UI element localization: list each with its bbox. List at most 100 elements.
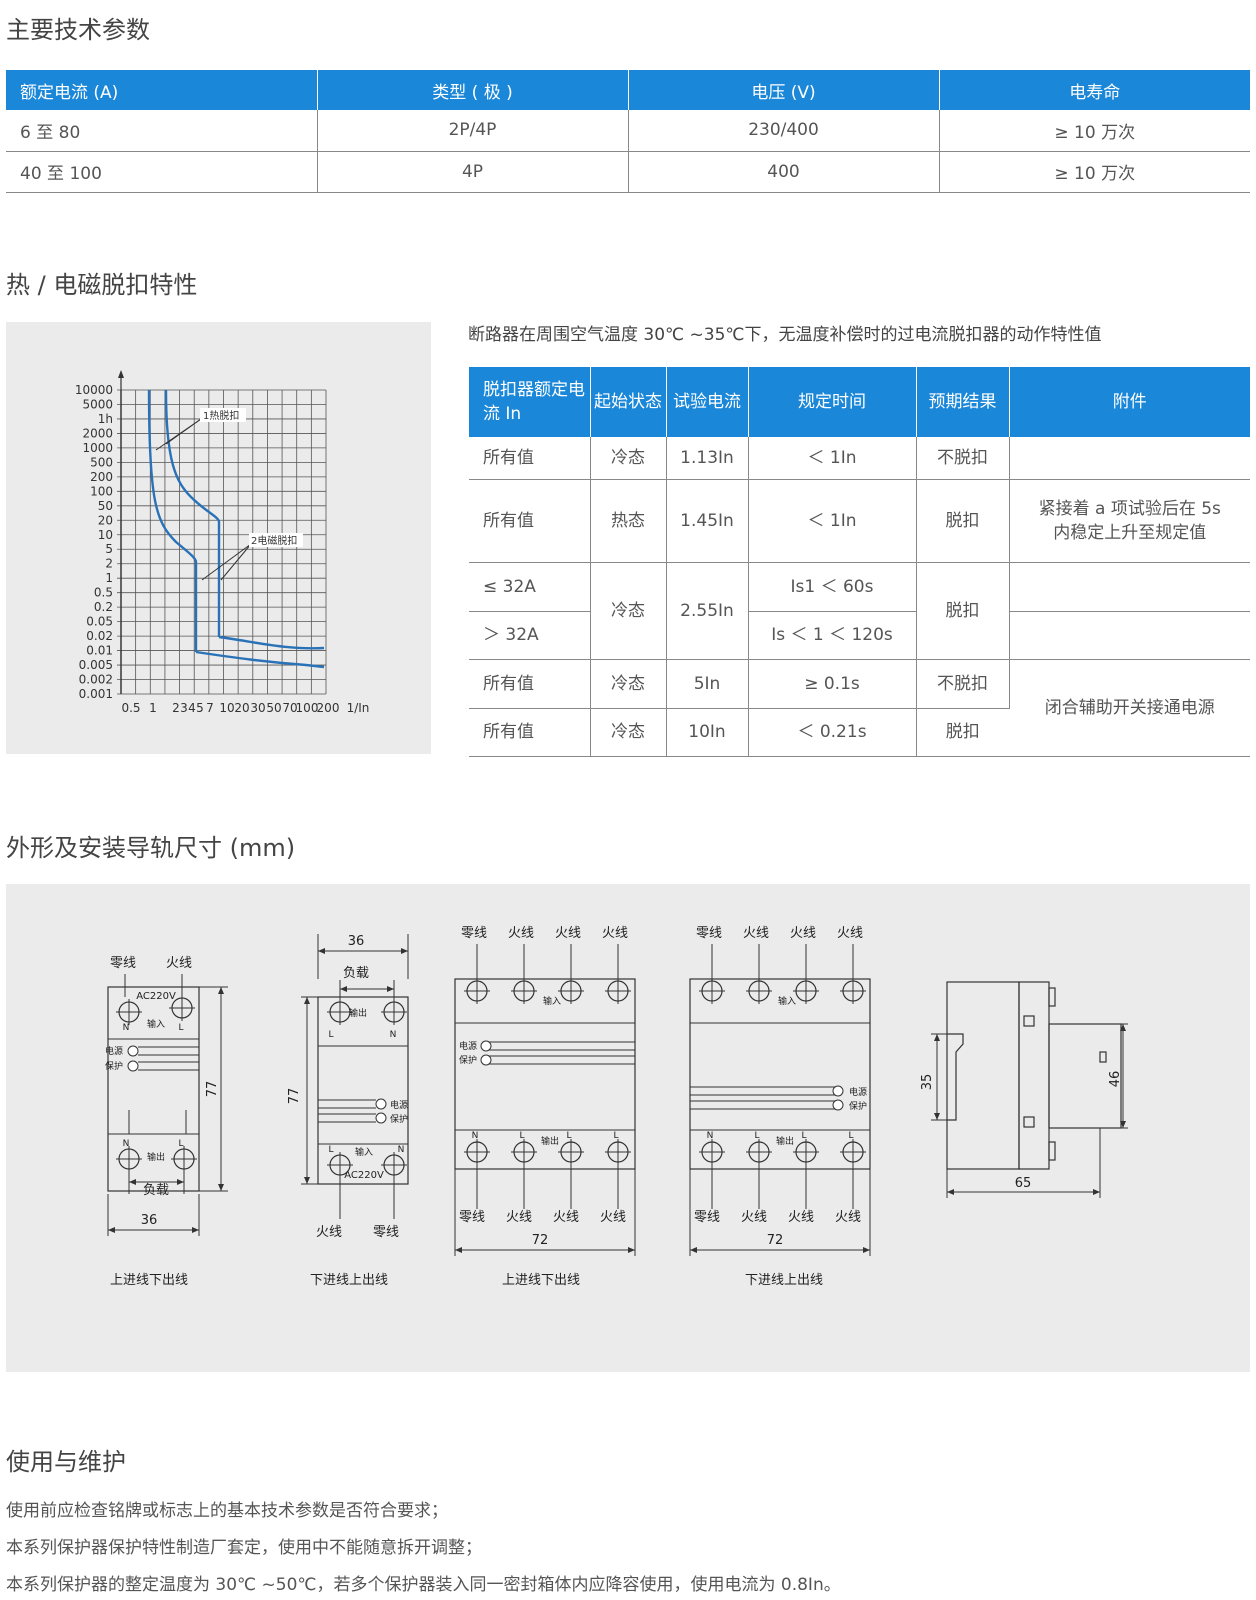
- y-tick-label: 20: [98, 513, 113, 527]
- table-cell: ＜ 0.21s: [748, 708, 917, 757]
- x-tick-label: 5: [196, 701, 204, 715]
- spec-table: 额定电流 (A) 类型 ( 极 ) 电压 (V) 电寿命 6 至 80 2P/4…: [6, 70, 1250, 193]
- dimension-arrow: [218, 987, 224, 994]
- dimension-arrow: [340, 986, 347, 992]
- dimension-arrow: [401, 948, 408, 954]
- dimension-arrow: [177, 1179, 184, 1185]
- load-label: 负载: [343, 966, 369, 981]
- y-tick-label: 200: [90, 470, 113, 484]
- table-cell: 所有值: [469, 708, 591, 757]
- x-tick-label: 2: [172, 701, 180, 715]
- table-cell: 闭合辅助开关接通电源: [1009, 659, 1250, 757]
- dimension-arrow: [1120, 1024, 1126, 1031]
- n-label: N: [707, 1131, 714, 1141]
- input-label: 输入: [778, 995, 796, 1007]
- y-tick-label: 0.02: [86, 629, 113, 643]
- table-cell: [1009, 611, 1250, 660]
- breaker-body: [317, 996, 409, 1185]
- rail-slot: [947, 1033, 964, 1121]
- trip-header: 规定时间: [748, 367, 917, 437]
- table-cell: 冷态: [590, 437, 667, 480]
- thermal-curve-high: [164, 389, 221, 637]
- y-tick-label: 0.001: [79, 687, 113, 701]
- label-background: [249, 533, 303, 547]
- leader-line: [220, 543, 252, 581]
- spec-table-header: 额定电流 (A) 类型 ( 极 ) 电压 (V) 电寿命: [6, 70, 1250, 110]
- magnetic-curve-low: [195, 650, 325, 669]
- y-tick-label: 0.05: [86, 615, 113, 629]
- dimension-arrow: [934, 1034, 940, 1041]
- output-label: 输出: [541, 1135, 559, 1147]
- output-label: 输出: [147, 1151, 165, 1163]
- table-row: 所有值 冷态 10In ＜ 0.21s 脱扣: [469, 708, 1250, 757]
- table-cell: 冷态: [590, 659, 667, 709]
- drawing-caption: 上进线下出线: [502, 1273, 580, 1288]
- l-label: L: [754, 1131, 759, 1141]
- width-label: 36: [141, 1213, 158, 1228]
- dimension-arrow: [1120, 1121, 1126, 1128]
- l-label: L: [848, 1131, 853, 1141]
- table-row: 所有值 冷态 5In ≥ 0.1s 不脱扣 闭合辅助开关接通电源: [469, 659, 1250, 757]
- table-cell: 2.55In: [666, 562, 749, 660]
- thermal-label: 1热脱扣: [203, 409, 239, 422]
- trip-curve-chart: 1000050001h200010005002001005020105210.5…: [75, 370, 369, 715]
- breaker-body: [107, 986, 200, 1192]
- l-label: L: [178, 1023, 183, 1033]
- table-row: 6 至 80 2P/4P 230/400 ≥ 10 万次: [6, 110, 1250, 152]
- terminal-label: 火线: [743, 926, 769, 941]
- x-tick-label: 70: [282, 701, 297, 715]
- x-tick-label: 1: [149, 701, 157, 715]
- terminal-label: 火线: [788, 1210, 814, 1225]
- dimension-arrow: [108, 1227, 115, 1233]
- x-tick-label: 200: [317, 701, 340, 715]
- y-tick-label: 5000: [82, 397, 113, 411]
- maint-line: 本系列保护器的整定温度为 30℃ ~50℃，若多个保护器装入同一密封箱体内应降容…: [6, 1575, 841, 1595]
- table-cell: [1009, 437, 1250, 480]
- trip-header: 试验电流: [666, 367, 749, 437]
- table-cell: 脱扣: [916, 562, 1010, 660]
- x-tick-label: 20: [234, 701, 249, 715]
- terminal-label-live: 火线: [166, 956, 192, 971]
- table-cell: 冷态: [590, 708, 667, 757]
- indicator-led: [480, 1040, 492, 1052]
- indicator-led: [480, 1054, 492, 1066]
- table-cell: 所有值: [469, 479, 591, 563]
- terminal-label: 零线: [461, 926, 487, 941]
- y-tick-label: 10000: [75, 383, 113, 397]
- table-cell: 不脱扣: [916, 659, 1010, 709]
- terminal-label-neutral: 零线: [373, 1225, 399, 1240]
- table-cell: ＜ 1In: [748, 437, 917, 480]
- y-tick-label: 1000: [82, 441, 113, 455]
- x-tick-label: 50: [266, 701, 281, 715]
- magnetic-label: 2电磁脱扣: [251, 534, 297, 547]
- table-cell: 6 至 80: [6, 110, 318, 152]
- table-cell: ≥ 0.1s: [748, 659, 917, 709]
- width-label: 36: [348, 934, 365, 949]
- l-label: L: [328, 1145, 333, 1155]
- y-tick-label: 0.5: [94, 586, 113, 600]
- power-label: 电源: [105, 1045, 123, 1057]
- protect-label: 保护: [390, 1113, 408, 1125]
- n-label: N: [472, 1131, 479, 1141]
- table-cell: 1.13In: [666, 437, 749, 480]
- leader-line: [201, 543, 252, 581]
- l-label: L: [613, 1131, 618, 1141]
- spec-header: 额定电流 (A): [6, 70, 318, 110]
- output-label: 输出: [776, 1135, 794, 1147]
- terminal-label: 火线: [553, 1210, 579, 1225]
- breaker-body: [689, 978, 871, 1170]
- power-label: 电源: [459, 1040, 477, 1052]
- y-tick-label: 0.2: [94, 600, 113, 614]
- y-tick-label: 10: [98, 528, 113, 542]
- depth-label: 46: [1108, 1071, 1123, 1088]
- table-cell: ≤ 32A: [469, 562, 591, 612]
- trip-header: 附件: [1009, 367, 1250, 437]
- table-row: 所有值 冷态 1.13In ＜ 1In 不脱扣: [469, 437, 1250, 480]
- side-body: [1048, 1023, 1122, 1129]
- y-tick-label: 1h: [98, 412, 113, 426]
- dimension-arrow: [863, 1247, 870, 1253]
- side-window: [1023, 1015, 1035, 1027]
- terminal-label: 火线: [555, 926, 581, 941]
- table-cell: 脱扣: [916, 708, 1009, 757]
